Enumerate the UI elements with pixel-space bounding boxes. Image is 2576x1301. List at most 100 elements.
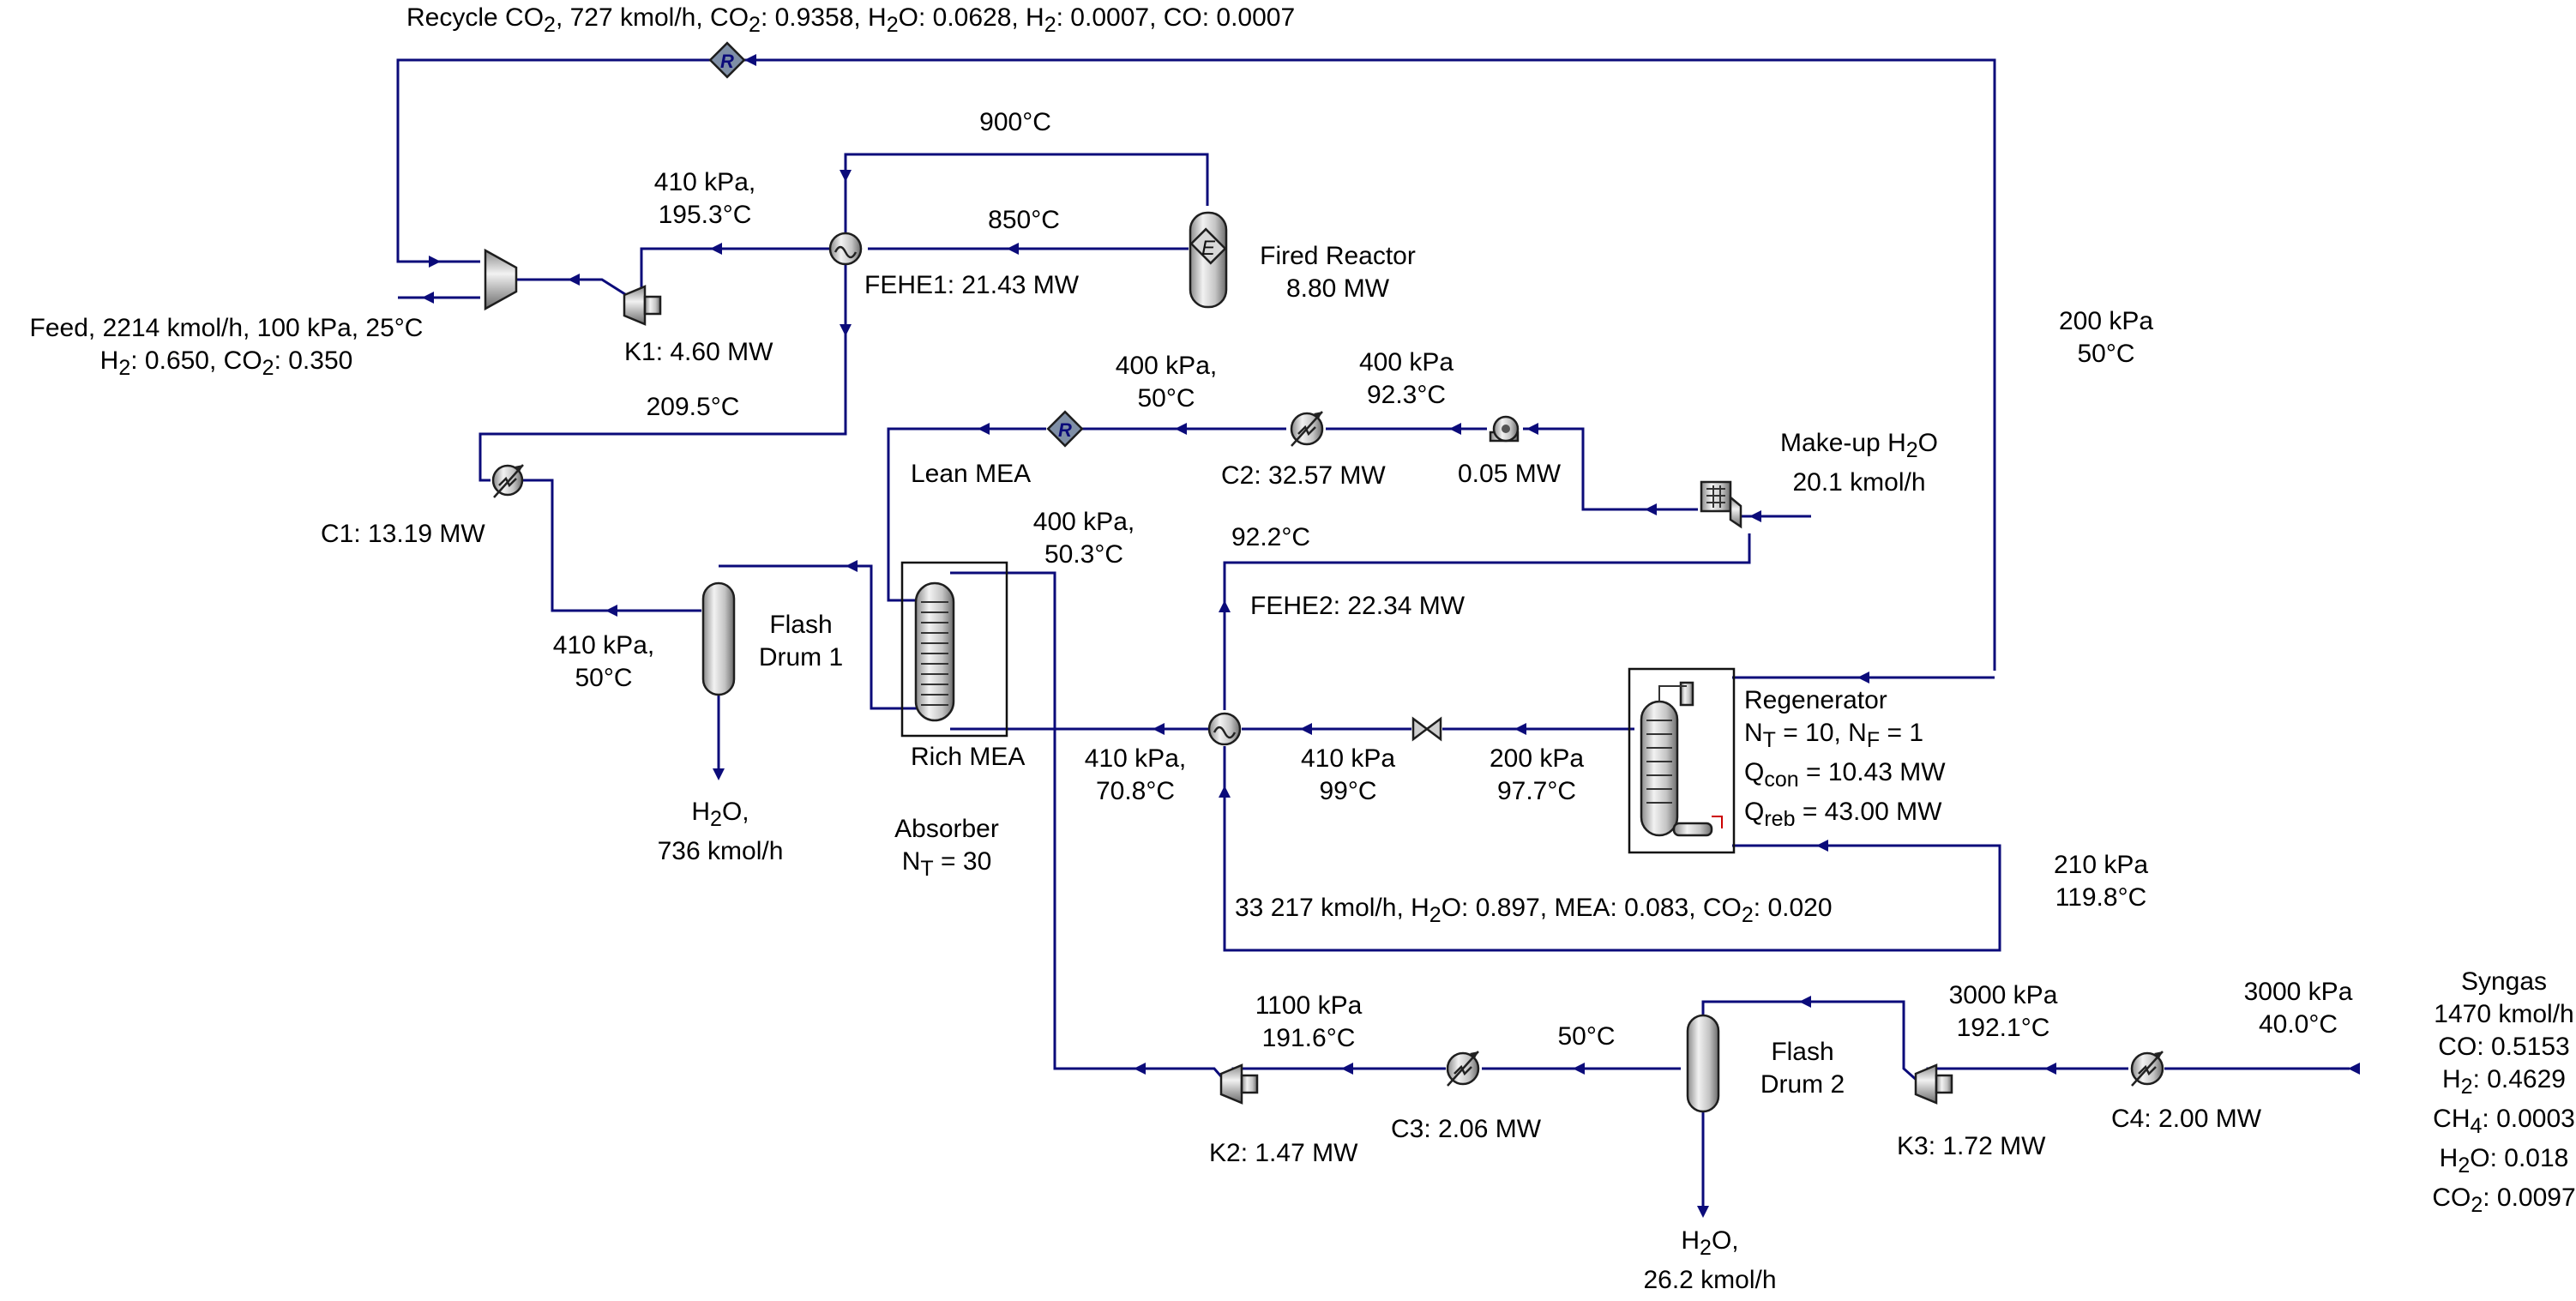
flash-drum-1-name-line2: Drum 1	[758, 643, 844, 672]
k2-compressor-icon[interactable]	[1219, 1063, 1259, 1105]
syngas-text: CH	[2433, 1105, 2471, 1133]
regen-bottom-pressure: 210 kPa	[2053, 851, 2149, 879]
fired-reactor-icon[interactable]: E	[1189, 211, 1228, 309]
c3-cooler-icon[interactable]	[1446, 1051, 1480, 1087]
valve-outlet-temperature: 97.7°C	[1496, 777, 1577, 805]
subscript: 2	[2460, 1075, 2473, 1099]
subscript: 2	[118, 356, 131, 380]
fired-reactor-duty: 8.80 MW	[1285, 274, 1390, 303]
mixer-to-k1-line	[515, 278, 635, 302]
flash-drum-1-name: Flash	[769, 611, 833, 639]
arrow	[1300, 723, 1312, 735]
flash-drum-2-name-line2: Drum 2	[1760, 1070, 1845, 1099]
makeup-text: Make-up H	[1780, 429, 1906, 457]
c1-to-flash1-line	[523, 479, 701, 612]
arrow	[1341, 1063, 1353, 1075]
flash2-water-flow: 26.2 kmol/h	[1643, 1266, 1777, 1294]
subscript: T	[1762, 728, 1776, 752]
syngas-label: Syngas 1470 kmol/h CO: 0.5153 H2: 0.4629…	[2432, 966, 2575, 1221]
syngas-text: H	[2441, 1065, 2461, 1093]
fehe1-heat-exchanger-icon[interactable]	[828, 232, 863, 266]
arrow	[840, 170, 852, 182]
c4-outlet-temperature: 40.0°C	[2258, 1010, 2338, 1039]
arrow	[2348, 1063, 2360, 1075]
k2-to-c3-line	[1231, 1067, 1446, 1079]
syngas-text: : 0.4629	[2472, 1065, 2566, 1093]
lean-c2-outlet-temperature: 50°C	[1137, 384, 1195, 413]
fehe1-to-c1-line	[478, 264, 847, 482]
subscript: 2	[262, 356, 274, 380]
pump-icon[interactable]	[1489, 415, 1520, 443]
flow-arrows	[422, 54, 2360, 1218]
k3-to-c4-line	[1926, 1067, 2128, 1079]
recycle-block-icon[interactable]: R	[708, 41, 746, 79]
makeup-to-pump-line	[1523, 427, 1698, 511]
feed-line1: Feed, 2214 kmol/h, 100 kPa, 25°C	[29, 314, 424, 342]
arrow	[2044, 1063, 2056, 1075]
c1-cooler-icon[interactable]	[491, 464, 524, 498]
syngas-ch4: CH4: 0.0003	[2432, 1103, 2575, 1142]
regen-text: Q	[1744, 758, 1765, 786]
arrow	[1697, 1206, 1709, 1218]
rich-outlet-label: 410 kPa,70.8°C	[1085, 743, 1186, 808]
fired-reactor-label: Fired Reactor 8.80 MW	[1260, 240, 1416, 305]
regenerator-name: Regenerator	[1744, 686, 1887, 714]
flash-drum-1-icon[interactable]	[701, 581, 736, 696]
lean-mea-label: Lean MEA	[911, 460, 1032, 488]
feed-mixer-icon[interactable]	[484, 248, 518, 311]
absorber-icon[interactable]	[900, 561, 1008, 738]
fehe1-outlet-temp-label: 209.5°C	[646, 393, 740, 421]
subscript: reb	[1764, 807, 1796, 831]
recycle-co2-text: O: 0.0628, H	[898, 3, 1044, 32]
lean-recycle-block-icon[interactable]: R	[1046, 410, 1084, 448]
arrow	[1134, 1063, 1146, 1075]
k1-outlet-label: 410 kPa,195.3°C	[654, 166, 755, 232]
makeup-mixer-icon[interactable]	[1700, 480, 1742, 529]
subscript: con	[1764, 768, 1799, 792]
k2-outlet-temperature: 191.6°C	[1261, 1024, 1356, 1052]
flash1-inlet-label: 410 kPa,50°C	[553, 629, 654, 695]
regen-text: = 1	[1880, 719, 1924, 747]
absorber-top-pressure: 400 kPa,	[1032, 508, 1135, 536]
fehe1-duty-label: FEHE1: 21.43 MW	[864, 271, 1080, 299]
arrow	[429, 256, 441, 268]
fired-reactor-name: Fired Reactor	[1260, 242, 1416, 270]
reactor-outlet-temp-label: 900°C	[979, 108, 1051, 136]
flash-drum-2-name: Flash	[1771, 1038, 1834, 1066]
lean-circ-text: 33 217 kmol/h, H	[1235, 894, 1429, 922]
k1-compressor-icon[interactable]	[623, 285, 662, 326]
syngas-co: CO: 0.5153	[2438, 1033, 2570, 1061]
c2-cooler-icon[interactable]	[1290, 411, 1324, 447]
makeup-water-flow: 20.1 kmol/h	[1792, 468, 1926, 497]
syngas-h2: H2: 0.4629	[2432, 1063, 2575, 1103]
regenerator-icon[interactable]	[1628, 667, 1736, 854]
makeup-text: O	[1917, 429, 1938, 457]
valve-icon[interactable]	[1411, 716, 1442, 742]
subscript: 2	[544, 13, 556, 37]
arrow	[605, 605, 617, 617]
pump-outlet-temperature: 92.3°C	[1366, 381, 1447, 409]
syngas-title: Syngas	[2460, 967, 2548, 996]
fehe2-heat-exchanger-icon[interactable]	[1207, 712, 1242, 746]
absorber-stages: NT = 30	[894, 846, 999, 885]
flash2-to-k3-line	[1701, 1000, 1920, 1084]
k1-outlet-temperature: 195.3°C	[658, 201, 752, 229]
absorber-text: N	[901, 847, 921, 876]
flash1-water-flow: 736 kmol/h	[657, 837, 784, 865]
flash-drum-2-icon[interactable]	[1686, 1014, 1720, 1113]
rich-outlet-pressure: 410 kPa,	[1084, 744, 1187, 773]
fehe2-to-makeup-line	[1223, 533, 1751, 710]
fehe2-cold-outlet-pressure: 410 kPa	[1300, 744, 1396, 773]
k3-compressor-icon[interactable]	[1914, 1063, 1953, 1105]
subscript: T	[920, 857, 934, 881]
feed-text: : 0.650, CO	[130, 346, 262, 375]
c4-cooler-icon[interactable]	[2130, 1051, 2164, 1087]
subscript: 2	[1429, 903, 1441, 927]
